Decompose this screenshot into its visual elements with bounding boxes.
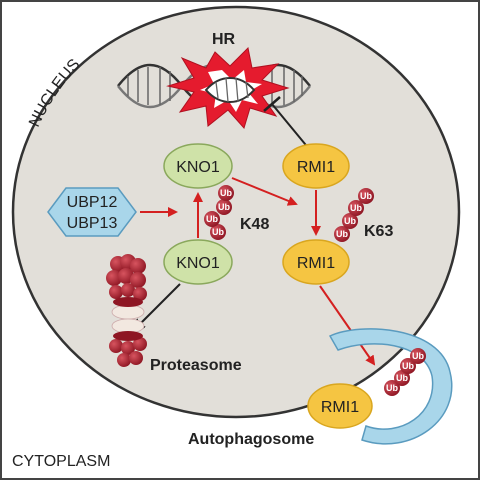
kno1-node [163, 143, 233, 189]
ub-label: Ub [336, 229, 348, 239]
kno1-ub-node [163, 239, 233, 285]
rmi1-ub-node [282, 239, 350, 285]
hr-burst-icon [166, 46, 290, 130]
k63-label: K63 [364, 223, 393, 240]
rmi1-autophagy-node [307, 383, 373, 429]
ub-label: Ub [220, 188, 232, 198]
rmi1-ub-label: RMI1 [297, 255, 335, 272]
ub-label: Ub [386, 383, 398, 393]
inhibit-arrow [263, 96, 311, 151]
rmi1-node [282, 143, 350, 189]
proteasome-label: Proteasome [150, 357, 242, 374]
ub-label: Ub [402, 361, 414, 371]
ub-label: Ub [206, 214, 218, 224]
ub-label: Ub [396, 373, 408, 383]
k63-ub-chain: Ub Ub Ub Ub [334, 188, 374, 242]
ub-label: Ub [212, 227, 224, 237]
kno1-ub-label: KNO1 [176, 255, 220, 272]
ubp13-label: UBP13 [67, 215, 118, 232]
ub-label: Ub [218, 202, 230, 212]
ub-label: Ub [350, 203, 362, 213]
autophagy-ub-chain: Ub Ub Ub Ub [384, 348, 426, 396]
ubp12-label: UBP12 [67, 194, 118, 211]
ub-label: Ub [360, 191, 372, 201]
rmi1-label: RMI1 [297, 159, 335, 176]
kno1-to-rmi1-arrow [231, 177, 298, 206]
autophagosome-label: Autophagosome [188, 431, 314, 448]
ubp-node [47, 187, 137, 237]
ub-label: Ub [412, 351, 424, 361]
rmi1-to-autophagy-arrow [319, 285, 376, 366]
rmi1-autophagy-label: RMI1 [321, 399, 359, 416]
k48-ub-chain: Ub Ub Ub Ub [204, 185, 234, 240]
kno1-label: KNO1 [176, 159, 220, 176]
hr-label: HR [212, 31, 236, 48]
cytoplasm-label: CYTOPLASM [12, 453, 110, 470]
ub-label: Ub [344, 216, 356, 226]
kno1-to-proteasome-arrow [140, 283, 181, 324]
k48-label: K48 [240, 216, 269, 233]
proteasome-icon [106, 254, 147, 367]
